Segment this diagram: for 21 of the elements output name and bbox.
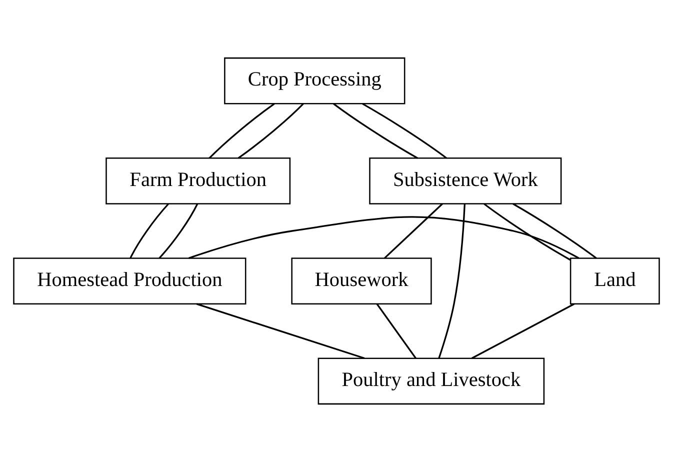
- node-box: Housework: [291, 258, 432, 304]
- connector: [196, 303, 365, 360]
- node-box: Land: [570, 258, 660, 304]
- connector: [384, 203, 443, 259]
- connector: [512, 203, 597, 259]
- connector: [238, 103, 304, 159]
- connector: [376, 303, 416, 359]
- connector: [158, 204, 198, 259]
- node-box: Poultry and Livestock: [318, 358, 545, 405]
- node-box: Subsistence Work: [369, 158, 562, 204]
- connector: [333, 103, 418, 159]
- connector: [362, 103, 447, 159]
- node-box: Crop Processing: [224, 57, 406, 104]
- connector: [484, 203, 571, 261]
- connector: [438, 204, 466, 358]
- connector: [188, 216, 580, 259]
- node-box: Farm Production: [106, 158, 291, 204]
- connector: [208, 103, 275, 159]
- connector: [471, 303, 575, 359]
- node-box: Homestead Production: [13, 258, 246, 304]
- connector: [130, 203, 170, 259]
